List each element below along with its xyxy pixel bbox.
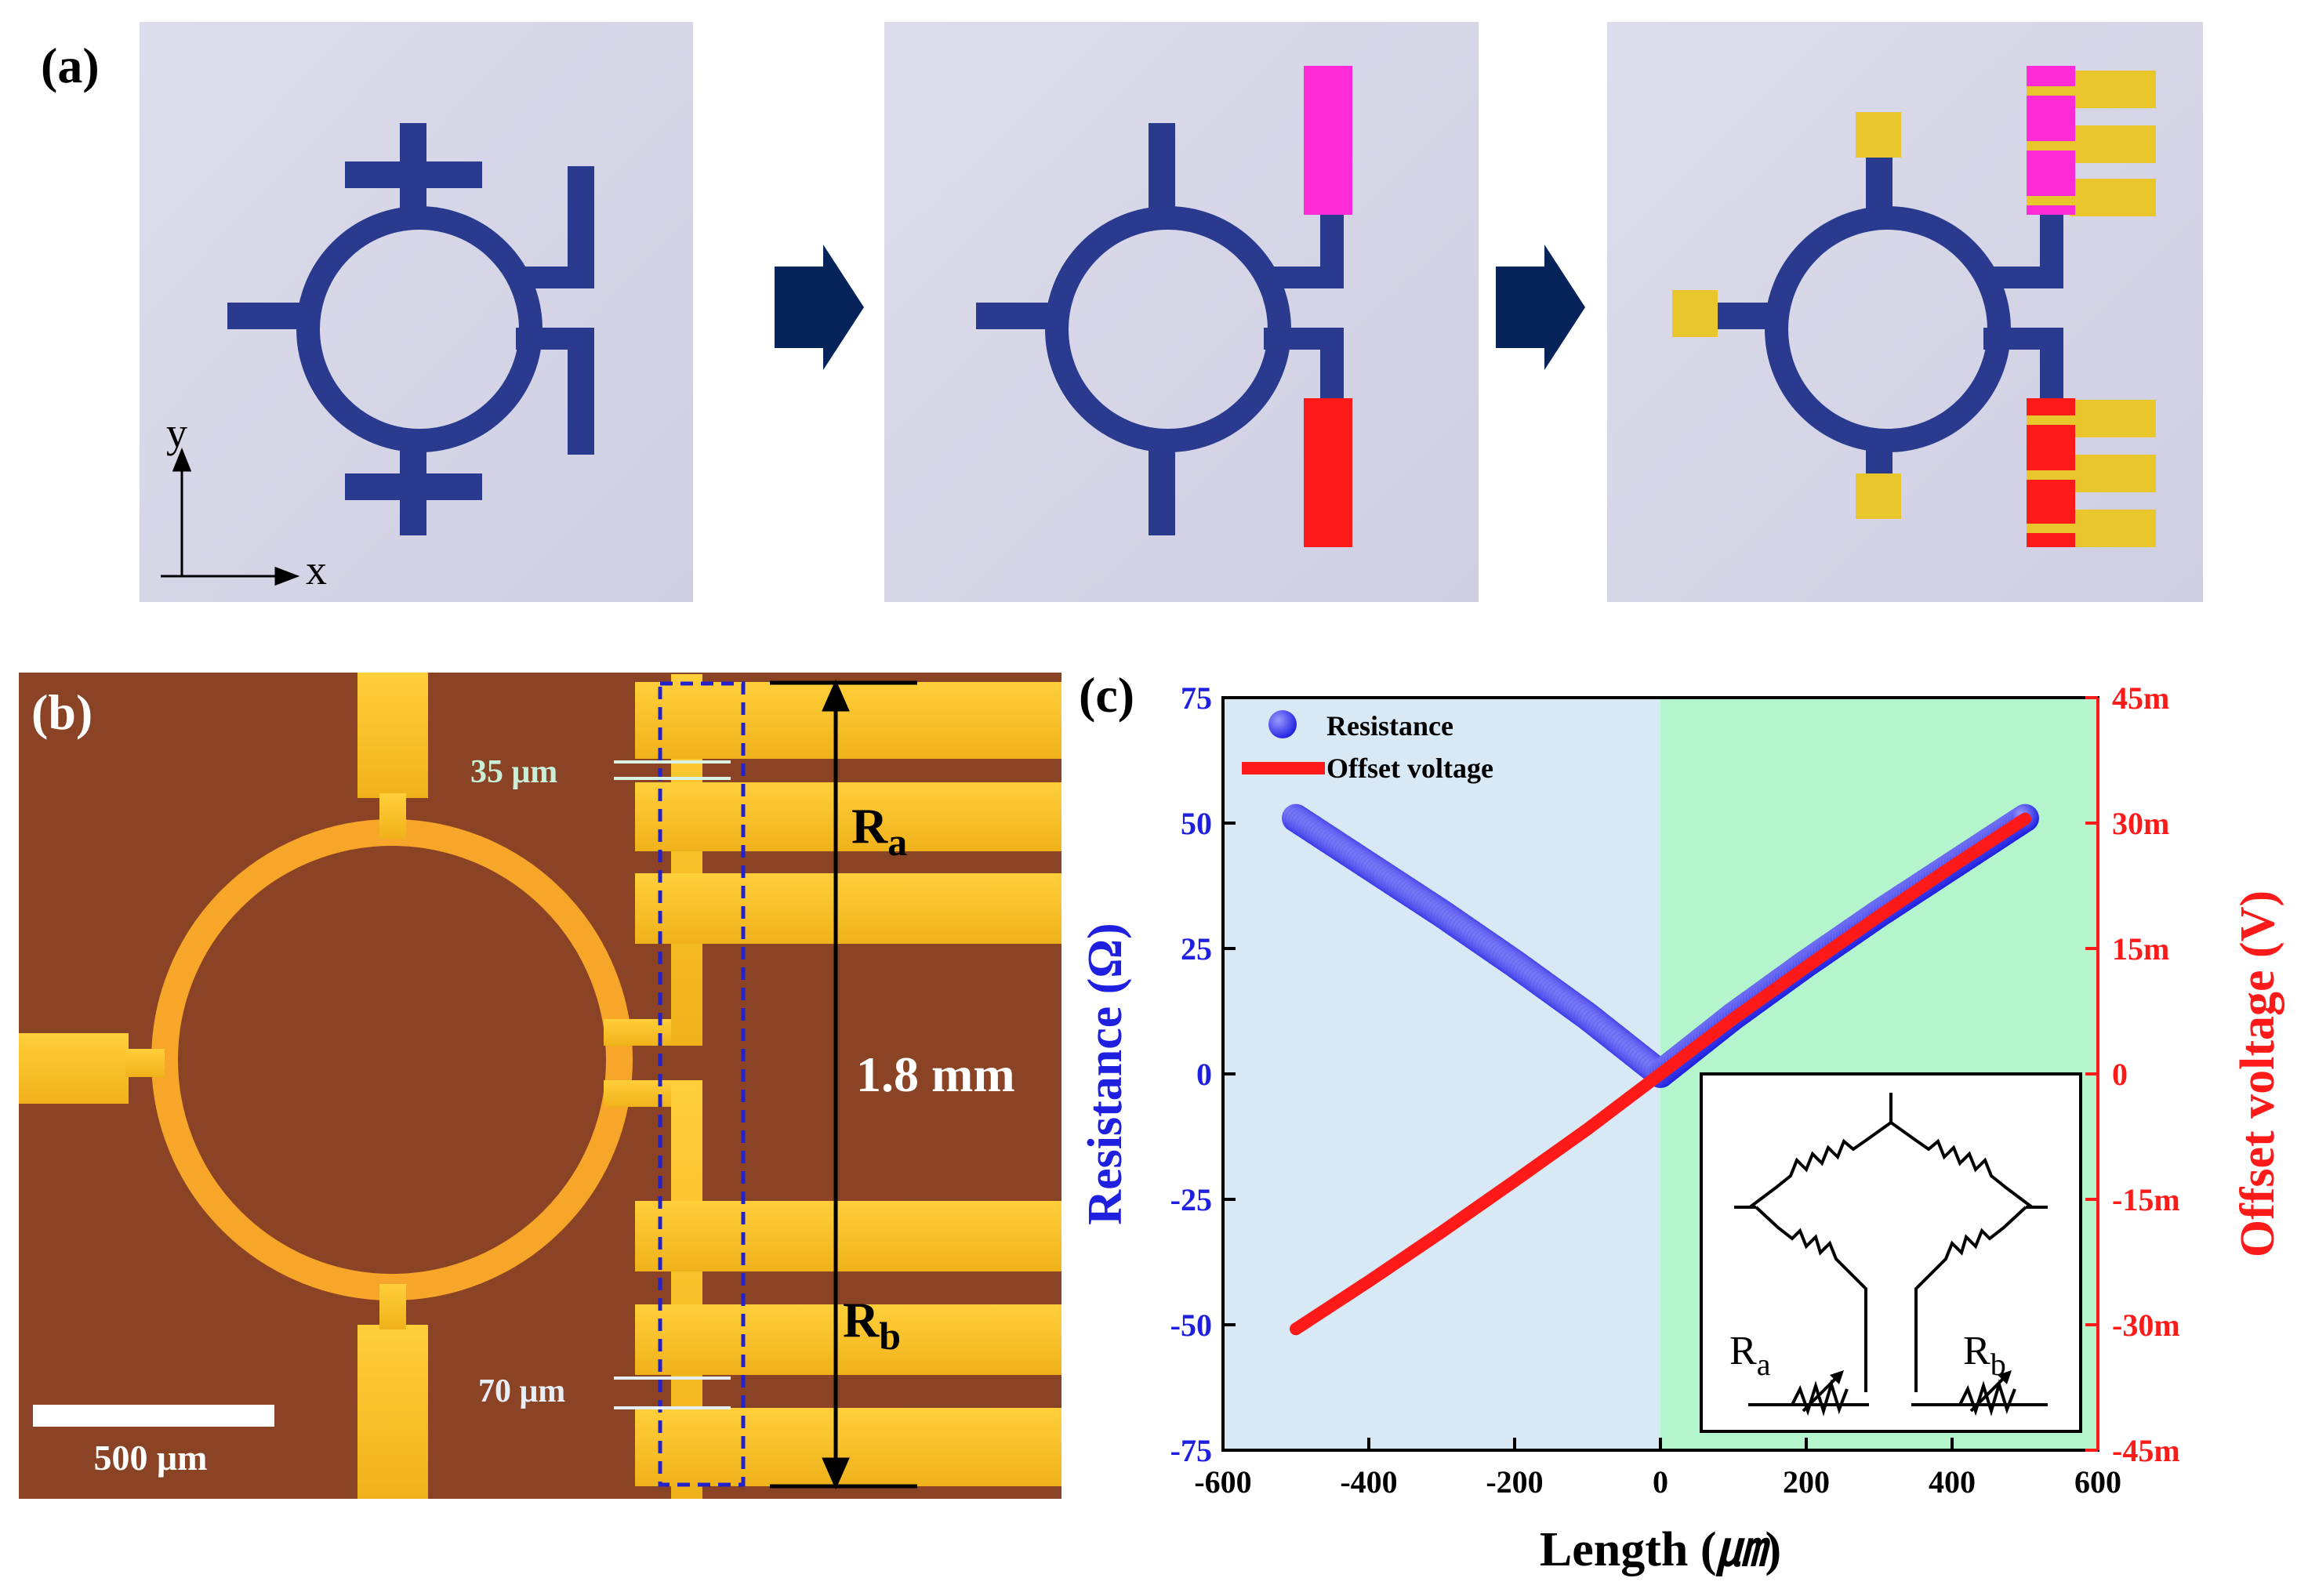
x-tick-label: 600	[2074, 1464, 2121, 1500]
left-axis-ticks: 75 50 25 0 -25 -50 -75	[1170, 680, 1236, 1468]
design-step-2-tile	[884, 22, 1479, 602]
design-step-2-traces	[976, 123, 1344, 535]
panel-a: (a) y x	[41, 22, 2203, 602]
step-arrow-1	[775, 245, 864, 370]
right-axis-title: Offset voltage (V)	[2231, 890, 2284, 1257]
micrograph-device	[19, 673, 1061, 1499]
inset-ra-label: Ra	[1729, 1329, 1771, 1382]
panel-a-label: (a)	[41, 38, 100, 93]
left-y-tick-label: -25	[1170, 1182, 1212, 1217]
x-tick-label: -200	[1486, 1464, 1543, 1500]
right-y-tick-label: 15m	[2112, 931, 2169, 967]
left-y-tick-label: -75	[1170, 1433, 1212, 1468]
right-y-tick-label: 0	[2112, 1057, 2128, 1092]
legend-label-offset: Offset voltage	[1326, 753, 1493, 784]
x-tick-label: 400	[1929, 1464, 1976, 1500]
legend: Resistance Offset voltage	[1242, 710, 1493, 784]
width-marker-35	[614, 760, 731, 780]
left-y-tick-label: 25	[1181, 931, 1212, 967]
right-y-tick-label: -45m	[2112, 1433, 2180, 1468]
x-tick-label: 200	[1783, 1464, 1830, 1500]
legend-marker-resistance	[1268, 710, 1297, 738]
right-y-tick-label: 30m	[2112, 806, 2169, 841]
x-tick-label: -400	[1340, 1464, 1397, 1500]
width-label-35um: 35 μm	[470, 754, 557, 790]
x-axis-title: Length (㎛)	[1540, 1523, 1781, 1576]
rb-label: Rb	[843, 1292, 901, 1358]
plot-series	[1282, 803, 2039, 1336]
width-label-70um: 70 μm	[478, 1373, 565, 1409]
left-axis-title: Resistance (Ω)	[1079, 923, 1132, 1224]
design-step-1-traces	[227, 123, 594, 535]
legend-label-resistance: Resistance	[1326, 710, 1453, 742]
left-y-tick-label: 75	[1181, 680, 1212, 716]
series-offset-voltage	[1290, 812, 2031, 1336]
width-marker-70	[614, 1377, 731, 1409]
scale-bar-label: 500 μm	[94, 1438, 208, 1478]
x-axis-ticks: -600 -400 -200 0 200 400 600	[1194, 1438, 2121, 1500]
x-tick-label: 0	[1653, 1464, 1668, 1500]
left-y-tick-label: -50	[1170, 1308, 1212, 1343]
inset-rb-label: Rb	[1963, 1329, 2006, 1382]
y-axis-label: y	[166, 409, 187, 456]
x-axis-label: x	[306, 546, 327, 593]
bridge-circuit-inset: Ra Rb	[1700, 1072, 2082, 1433]
measured-region-box	[658, 681, 746, 1487]
panel-b-label: (b)	[31, 684, 93, 740]
length-label: 1.8 mm	[856, 1046, 1015, 1102]
x-tick-label: -600	[1194, 1464, 1251, 1500]
design-step-3-traces	[1713, 153, 2063, 481]
panel-c-label: (c)	[1079, 667, 1134, 723]
design-step-3-pads	[1672, 71, 2156, 547]
ra-label: Ra	[851, 798, 907, 864]
panel-b: 35 μm 70 μm 1.8 mm Ra Rb (b) 500 μm	[19, 673, 1061, 1499]
left-y-tick-label: 0	[1196, 1057, 1212, 1092]
left-y-tick-label: 50	[1181, 806, 1212, 841]
right-y-tick-label: -15m	[2112, 1182, 2180, 1217]
right-y-tick-label: 45m	[2112, 680, 2169, 716]
segment-a-strip	[1304, 66, 1352, 215]
length-dimension	[770, 679, 917, 1490]
right-y-tick-label: -30m	[2112, 1308, 2180, 1343]
step-arrow-2	[1496, 245, 1585, 370]
scale-bar	[33, 1405, 274, 1427]
segment-contacts	[2027, 86, 2075, 533]
panel-c: (c) -600 -400 -200 0 200 400 600 75 50 25 0 -25 -50…	[1079, 667, 2284, 1576]
segment-b-strip	[1304, 398, 1352, 547]
axes-indicator	[161, 447, 300, 586]
right-axis-ticks: 45m 30m 15m 0 -15m -30m -45m	[2085, 680, 2180, 1468]
